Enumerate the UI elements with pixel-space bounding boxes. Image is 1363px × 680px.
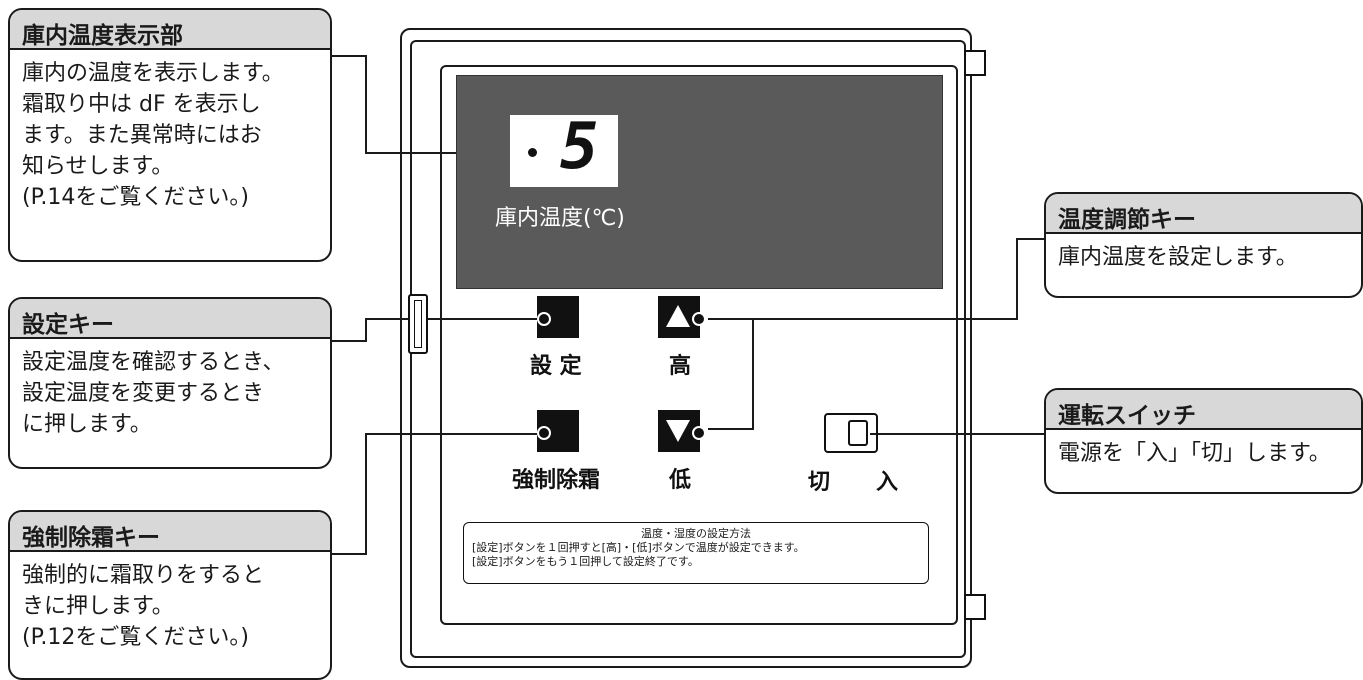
- high-key-dot: [692, 312, 706, 326]
- defrost-key-callout-title: 強制除霜キー: [10, 512, 330, 552]
- note-title: 温度・湿度の設定方法: [641, 527, 751, 540]
- set-key-dot: [537, 312, 551, 326]
- cover-handle-grip: [414, 300, 422, 348]
- leader-line-defrost: [365, 433, 367, 555]
- leader-line-set: [365, 318, 545, 320]
- power-switch-callout: 運転スイッチ 電源を「入」「切」します。: [1044, 388, 1363, 494]
- note-line-1: [設定]ボタンを１回押すと[高]・[低]ボタンで温度が設定できます。: [472, 541, 805, 554]
- set-key-callout: 設定キー 設定温度を確認するとき、 設定温度を変更するとき に押します。: [8, 297, 332, 469]
- high-key-label: 高: [669, 354, 692, 379]
- controller-inner-frame: [440, 65, 958, 625]
- controller-outer-frame: [400, 28, 972, 668]
- low-key-label: 低: [669, 468, 692, 493]
- power-switch-knob: [848, 420, 868, 446]
- set-key[interactable]: [537, 296, 579, 338]
- temp-key-callout-title: 温度調節キー: [1046, 194, 1361, 234]
- note-line-2: [設定]ボタンをもう１回押して設定終了です。: [472, 555, 699, 568]
- leader-line-temp: [708, 318, 1018, 320]
- defrost-key[interactable]: [537, 410, 579, 452]
- high-key[interactable]: [658, 296, 706, 338]
- power-switch[interactable]: [824, 413, 878, 453]
- set-key-callout-title: 設定キー: [10, 299, 330, 339]
- off-label: 切: [808, 470, 831, 495]
- instruction-note: 温度・湿度の設定方法 [設定]ボタンを１回押すと[高]・[低]ボタンで温度が設定…: [463, 522, 929, 584]
- display-label: 庫内温度(℃): [495, 206, 625, 231]
- display-callout-body: 庫内の温度を表示します。 霜取り中は dF を表示し ます。また異常時にはお 知…: [22, 61, 284, 210]
- leader-line-set: [332, 340, 366, 342]
- temp-key-callout-body: 庫内温度を設定します。: [1058, 245, 1298, 270]
- hinge-top: [964, 50, 986, 76]
- low-key-dot: [692, 426, 706, 440]
- leader-line-defrost: [365, 433, 545, 435]
- leader-line-temp: [708, 428, 754, 430]
- hinge-bottom: [964, 594, 986, 620]
- leader-line-display: [365, 55, 367, 154]
- leader-line-defrost: [332, 553, 366, 555]
- triangle-up-icon: [666, 305, 690, 327]
- display-callout: 庫内温度表示部 庫内の温度を表示します。 霜取り中は dF を表示し ます。また…: [8, 8, 332, 262]
- display-callout-title: 庫内温度表示部: [10, 10, 330, 50]
- leader-line-temp: [1016, 238, 1018, 320]
- leader-line-display: [365, 152, 533, 154]
- leader-line-display: [332, 55, 366, 57]
- set-key-label: 設 定: [530, 354, 582, 379]
- on-label: 入: [876, 470, 899, 495]
- triangle-down-icon: [666, 420, 690, 442]
- defrost-key-label: 強制除霜: [512, 468, 601, 493]
- display-pointer-dot: [528, 148, 537, 157]
- cover-handle[interactable]: [408, 294, 428, 354]
- leader-line-set: [365, 318, 367, 342]
- defrost-key-dot: [537, 426, 551, 440]
- defrost-key-callout-body: 強制的に霜取りをすると きに押します。 (P.12をご覧ください。): [22, 563, 265, 650]
- set-key-callout-body: 設定温度を確認するとき、 設定温度を変更するとき に押します。: [22, 350, 285, 437]
- temperature-digit: 5: [560, 110, 599, 184]
- power-switch-callout-title: 運転スイッチ: [1046, 390, 1361, 430]
- temp-key-callout: 温度調節キー 庫内温度を設定します。: [1044, 192, 1363, 298]
- power-switch-callout-body: 電源を「入」「切」します。: [1058, 441, 1331, 466]
- leader-line-temp: [752, 318, 754, 430]
- low-key[interactable]: [658, 410, 706, 452]
- leader-line-temp: [1016, 238, 1044, 240]
- defrost-key-callout: 強制除霜キー 強制的に霜取りをすると きに押します。 (P.12をご覧ください。…: [8, 510, 332, 680]
